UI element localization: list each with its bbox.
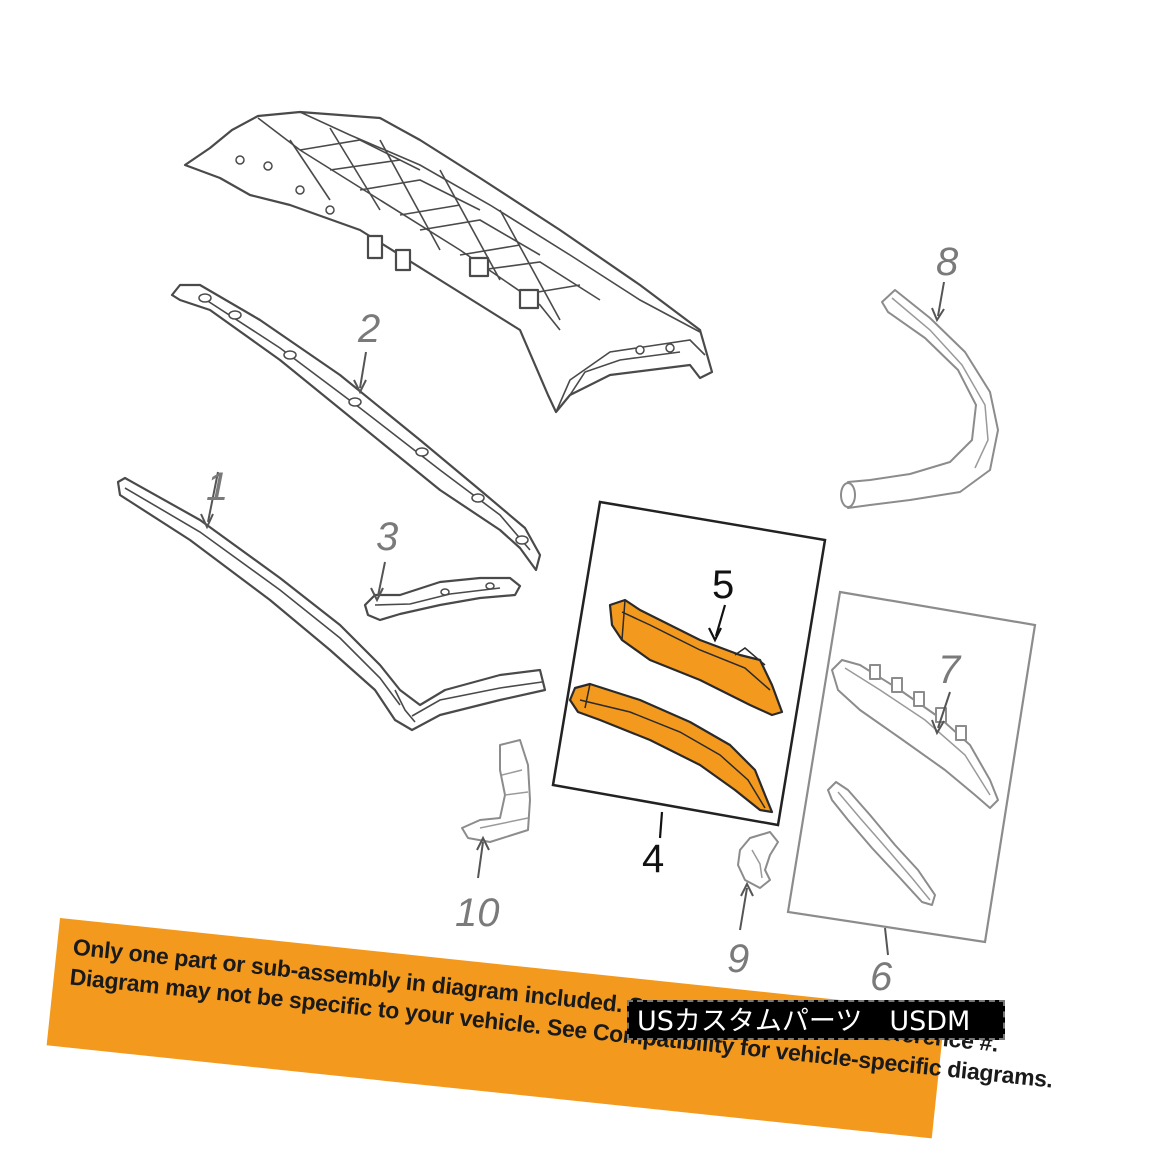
callout-8: 8 xyxy=(936,240,959,284)
rear-roof-panel xyxy=(183,110,714,414)
callout-5: 5 xyxy=(712,563,734,607)
callout-7: 7 xyxy=(938,648,962,692)
part-4-assembly-frame xyxy=(551,500,827,827)
part-3-leader xyxy=(377,561,386,597)
seller-watermark: USカスタムパーツ USDM xyxy=(627,1000,1005,1040)
part-10-leader xyxy=(477,841,484,879)
callout-9: 9 xyxy=(727,937,749,981)
callout-3: 3 xyxy=(376,515,398,559)
part-1-arrow xyxy=(200,513,214,530)
part-6-leader xyxy=(884,927,889,956)
callout-6: 6 xyxy=(870,955,893,999)
part-8-leader xyxy=(937,281,945,317)
part-7-leader xyxy=(937,691,951,729)
part-7-arrow xyxy=(931,719,945,736)
part-1-leader xyxy=(207,471,219,523)
part-7-trim-strip xyxy=(831,659,999,809)
part-2-arrow xyxy=(353,379,367,395)
part-5-upper-trim xyxy=(608,598,784,717)
part-8-arrow xyxy=(931,307,945,323)
callout-10: 10 xyxy=(455,891,500,935)
part-8-moulding xyxy=(840,289,999,509)
part-6-lower-strip xyxy=(827,781,936,906)
part-6-assembly-frame xyxy=(786,590,1037,944)
part-2-rail xyxy=(170,283,542,572)
callout-4: 4 xyxy=(642,837,664,881)
part-3-arrow xyxy=(370,587,384,603)
part-9-leader xyxy=(739,887,748,931)
part-5-arrow xyxy=(708,627,722,643)
callout-1: 1 xyxy=(206,465,228,509)
callout-2: 2 xyxy=(357,307,380,351)
part-4-lower-trim xyxy=(568,682,774,814)
part-1-windshield-header xyxy=(116,476,547,732)
part-5-leader xyxy=(714,604,727,637)
part-10-bracket xyxy=(461,739,531,843)
part-4-leader xyxy=(658,811,664,839)
part-9-clip xyxy=(737,831,779,889)
part-9-arrow xyxy=(740,881,754,897)
part-3-bracket xyxy=(363,576,522,622)
part-10-arrow xyxy=(476,835,490,851)
part-2-leader xyxy=(359,351,367,389)
